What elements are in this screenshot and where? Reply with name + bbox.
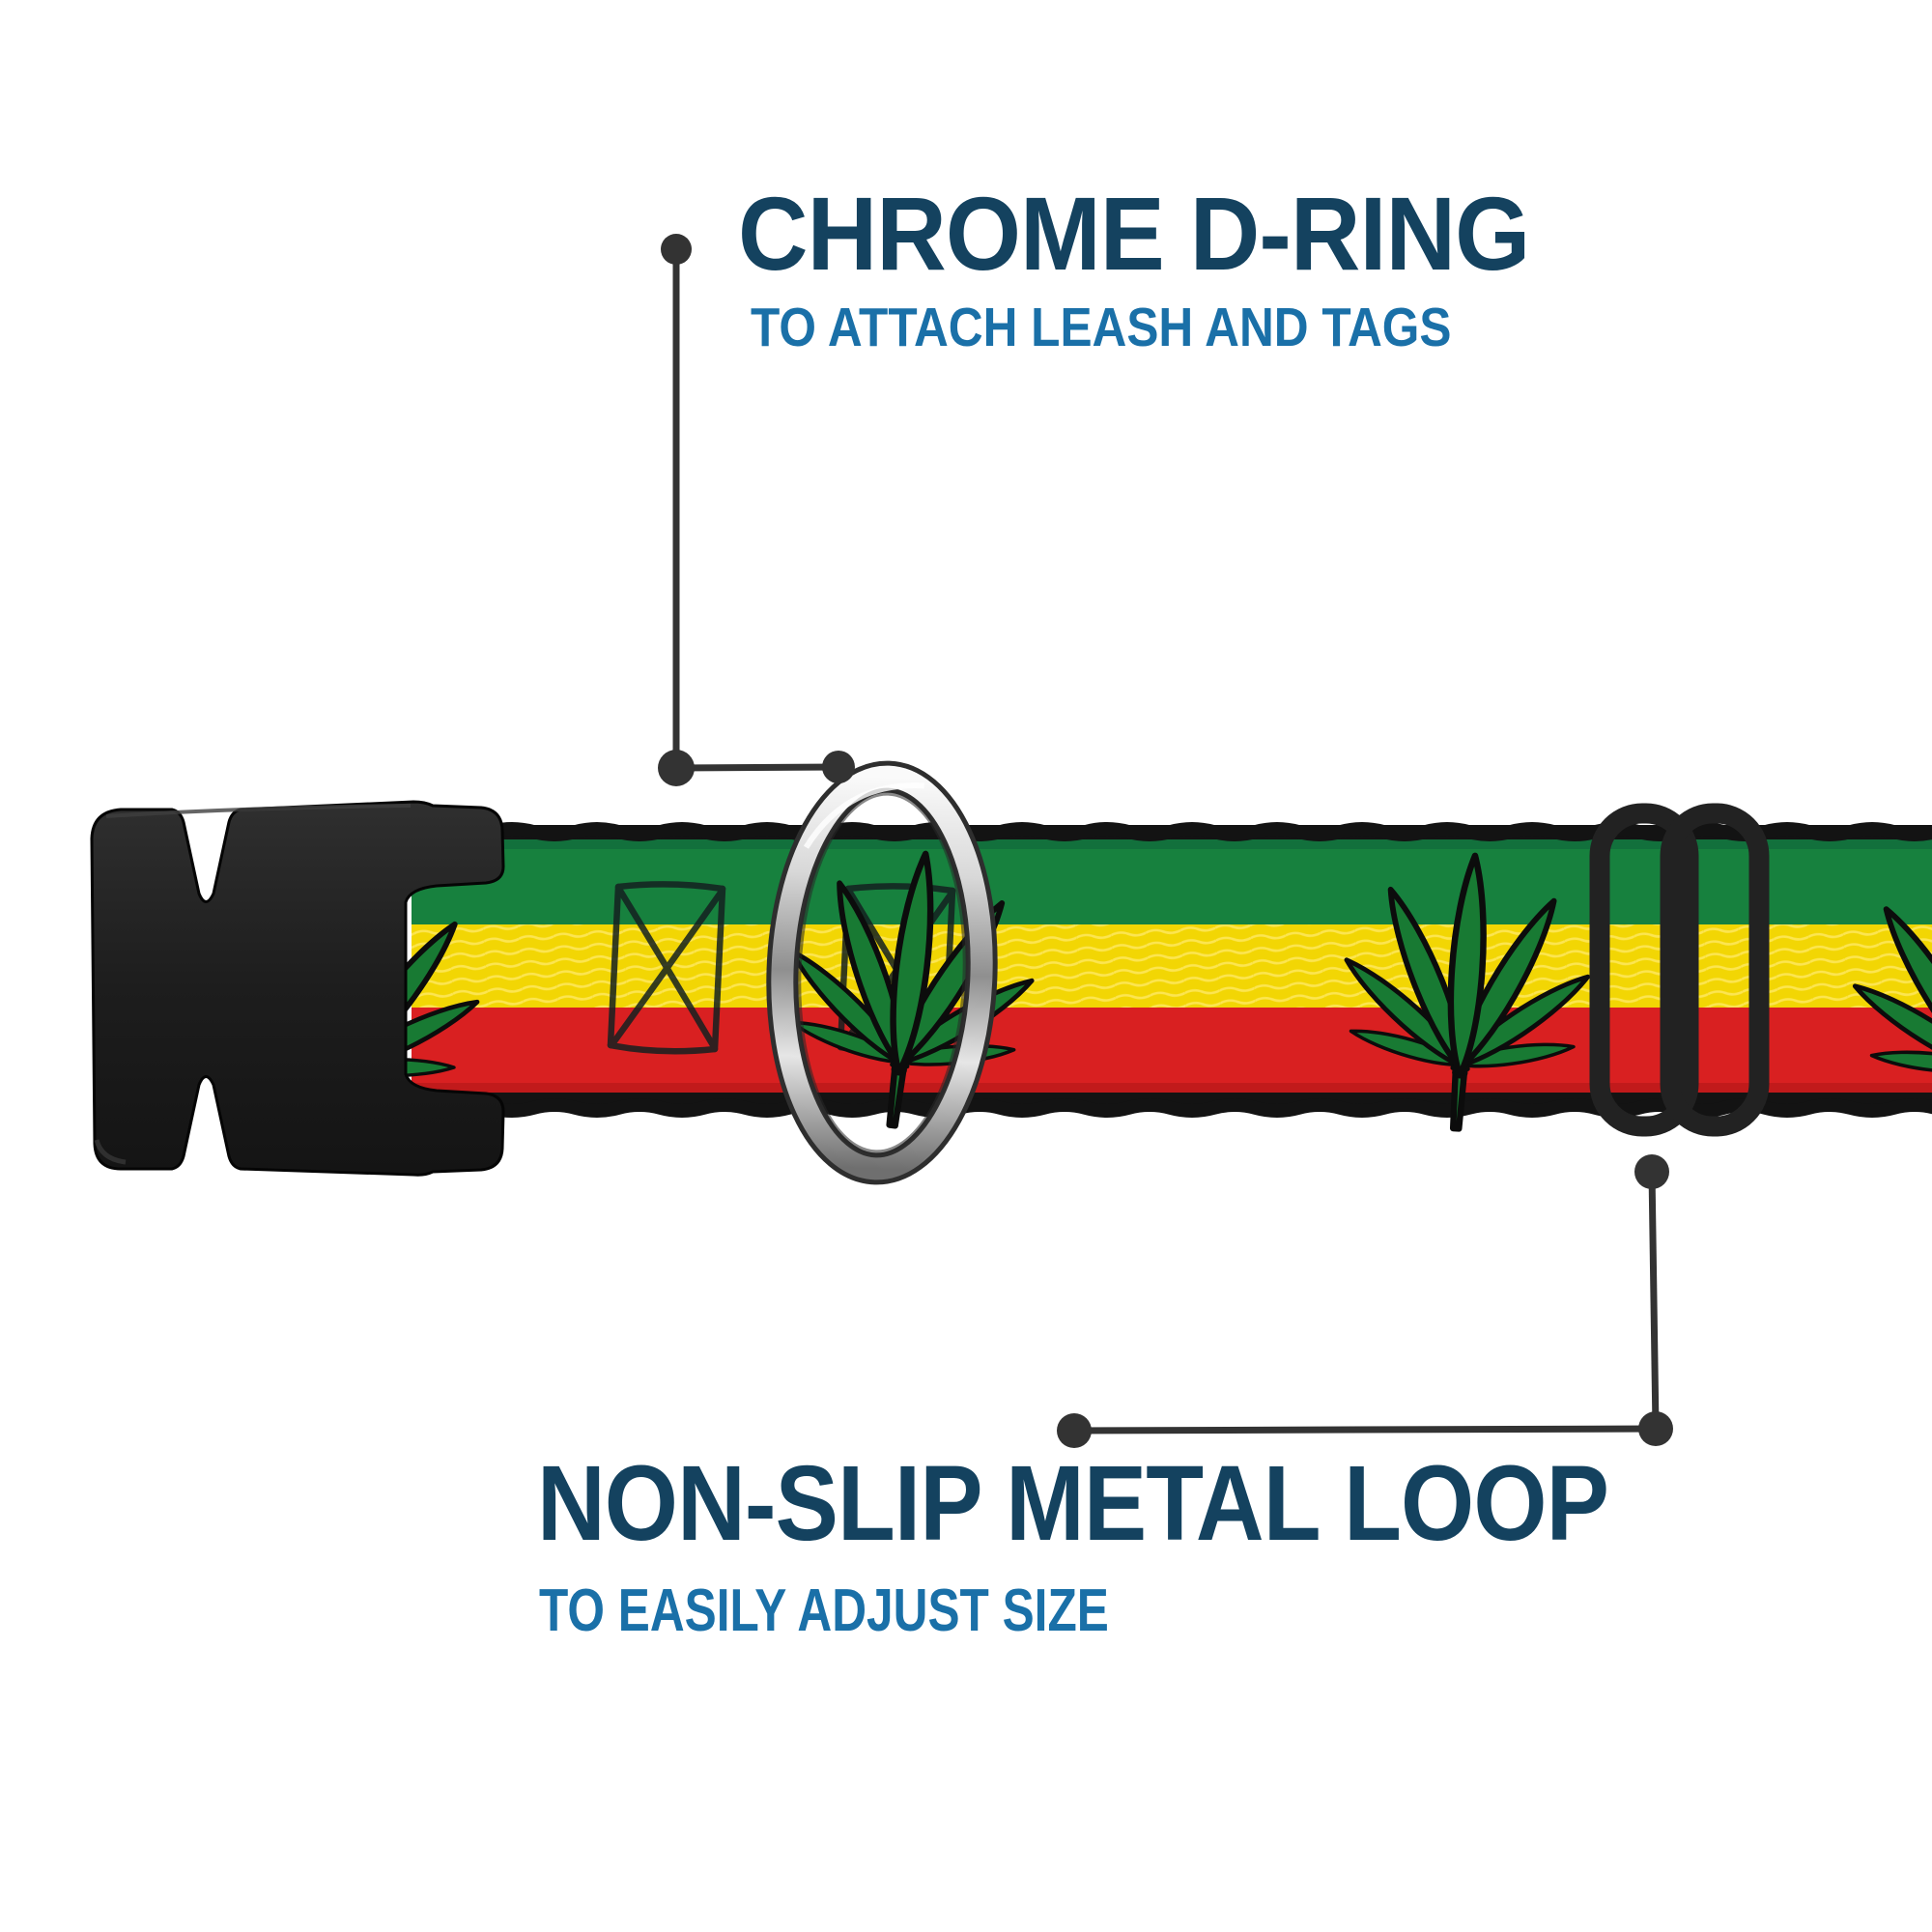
callout-bottom: [1057, 1154, 1673, 1448]
callout-top: [658, 234, 855, 786]
callout-dot: [658, 750, 695, 786]
callout-dot: [1638, 1411, 1673, 1446]
top-annotation-title: CHROME D-RING: [738, 175, 1530, 292]
bottom-annotation-title: NON-SLIP METAL LOOP: [537, 1444, 1609, 1563]
bottom-annotation-subtitle: TO EASILY ADJUST SIZE: [539, 1577, 1109, 1644]
strap-weave-texture: [412, 924, 1932, 1008]
chrome-d-ring: [766, 760, 998, 1185]
callout-dot: [1057, 1413, 1092, 1448]
side-release-buckle: [90, 800, 505, 1177]
callout-dot: [1634, 1154, 1669, 1189]
callout-dot: [822, 751, 855, 783]
top-annotation-subtitle: TO ATTACH LEASH AND TAGS: [751, 297, 1452, 358]
callout-dot: [661, 234, 692, 265]
callout-line: [1073, 1425, 1657, 1435]
strap-bottom-scallop: [404, 1098, 1932, 1118]
strap-top-scallop: [404, 822, 1932, 841]
callout-line: [675, 763, 839, 772]
callout-line: [1648, 1171, 1660, 1430]
metal-slider-loop: [1589, 803, 1770, 1137]
